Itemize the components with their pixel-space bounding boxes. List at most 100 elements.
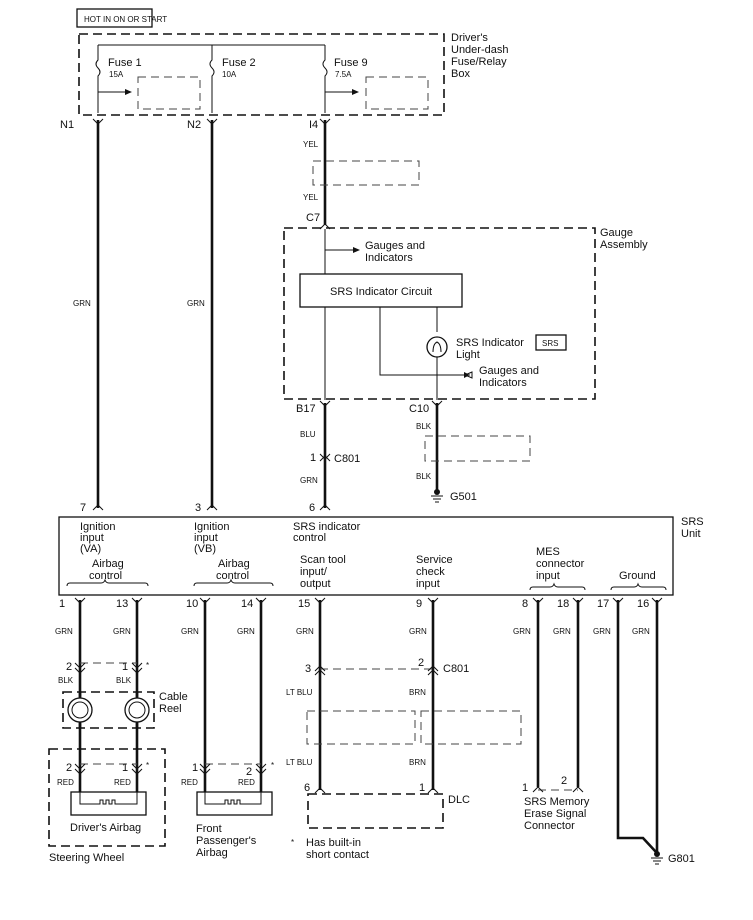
passenger-airbag-pin-2: 2	[246, 766, 252, 778]
wire-color-c801-pin1: GRN	[300, 476, 318, 485]
fuse-2-rating: 10A	[222, 70, 237, 79]
ignition-vb-label-1: Ignition	[194, 521, 229, 533]
cable-reel-pin-1: 1	[122, 661, 128, 673]
ignition-va-label-3: (VA)	[80, 543, 101, 555]
terminal-i4: I4	[309, 119, 318, 131]
mes-connector: 1 2 SRS Memory Erase Signal Connector	[522, 775, 590, 832]
srs-pin-15: 15	[298, 598, 310, 610]
gauge-assembly-label-1: Gauge	[600, 227, 633, 239]
wire-color-ltblu-bottom: LT BLU	[286, 758, 313, 767]
airbag-control-1-label-1: Airbag	[92, 558, 124, 570]
gauge-assembly: Gauge Assembly Gauges and Indicators SRS…	[283, 227, 648, 400]
cable-reel-label-2: Reel	[159, 703, 182, 715]
c801-pin-3: 3	[305, 663, 311, 675]
brace-mes	[529, 582, 586, 591]
srs-indicator-control-label-1: SRS indicator	[293, 521, 361, 533]
srs-pin-16: 16	[637, 598, 649, 610]
srs-indicator-control-label-2: control	[293, 532, 326, 544]
srs-pin-17: 17	[597, 598, 609, 610]
wire-color-cable-reel-left: BLK	[58, 676, 74, 685]
srs-pin-13: 13	[116, 598, 128, 610]
gauges-indicators-label-top-1: Gauges and	[365, 240, 425, 252]
ignition-vb-label-3: (VB)	[194, 543, 216, 555]
passenger-airbag-label-2: Passenger's	[196, 835, 257, 847]
ground-g501-icon	[431, 489, 443, 503]
fuse-box-label-2: Under-dash	[451, 44, 508, 56]
passenger-airbag-label-1: Front	[196, 823, 222, 835]
wire-color-pin8: GRN	[513, 627, 531, 636]
airbag-control-1-label-2: control	[89, 570, 122, 582]
wire-color-pin13: GRN	[113, 627, 131, 636]
srs-bottom-pins: 1 13 10 14 15 9 8 18 17 16	[59, 598, 649, 610]
passenger-airbag-squib-icon	[204, 792, 262, 805]
fuse-1-name: Fuse 1	[108, 57, 142, 69]
terminal-b17: B17	[296, 403, 316, 415]
srs-badge	[535, 334, 567, 351]
brace-ground	[610, 582, 667, 591]
footnote-line-2: short contact	[306, 849, 369, 861]
airbag-control-2-label-1: Airbag	[218, 558, 250, 570]
wire-color-pin1: GRN	[55, 627, 73, 636]
ignition-va-label-1: Ignition	[80, 521, 115, 533]
dlc-label: DLC	[448, 794, 470, 806]
wire-color-pin14: GRN	[237, 627, 255, 636]
driver-airbag-squib-icon	[79, 792, 138, 805]
wire-pin17-to-g801	[616, 600, 657, 853]
mes-connector-input-label-2: connector	[536, 558, 585, 570]
steering-wheel-label: Steering Wheel	[49, 852, 124, 864]
mes-connector-input-label-1: MES	[536, 546, 560, 558]
srs-pin-10: 10	[186, 598, 198, 610]
srs-badge-label: SRS	[542, 339, 558, 348]
wire-color-pin17: GRN	[593, 627, 611, 636]
fuse-9-rating: 7.5A	[335, 70, 352, 79]
mes-label-1: SRS Memory	[524, 796, 590, 808]
mes-label-2: Erase Signal	[524, 808, 586, 820]
mes-pin-1: 1	[522, 782, 528, 794]
srs-pin-18: 18	[557, 598, 569, 610]
srs-indicator-light-label-1: SRS Indicator	[456, 337, 524, 349]
wire-color-driver-airbag-right: RED	[114, 778, 131, 787]
terminal-n1: N1	[60, 119, 74, 131]
wire-color-i4-top: YEL	[303, 140, 319, 149]
gauges-indicators-label-top-2: Indicators	[365, 252, 413, 264]
fuse-2-name: Fuse 2	[222, 57, 256, 69]
srs-unit-label-1: SRS	[681, 516, 704, 528]
passenger-airbag-pin-1: 1	[192, 762, 198, 774]
srs-pin-1: 1	[59, 598, 65, 610]
wire-color-c10-bottom: BLK	[416, 472, 432, 481]
wire-color-pin18: GRN	[553, 627, 571, 636]
c801-label-top: C801	[334, 453, 360, 465]
ignition-vb-label-2: input	[194, 532, 218, 544]
wire-color-pin16: GRN	[632, 627, 650, 636]
wire-color-i4-bottom: YEL	[303, 193, 319, 202]
srs-pin-6: 6	[309, 502, 315, 514]
service-check-label-1: Service	[416, 554, 453, 566]
c801-label-bottom: C801	[443, 663, 469, 675]
wire-color-pin9: GRN	[409, 627, 427, 636]
wire-color-cable-reel-right: BLK	[116, 676, 132, 685]
fuse-9-name: Fuse 9	[334, 57, 368, 69]
wire-color-c10-top: BLK	[416, 422, 432, 431]
wire-color-brn-bottom: BRN	[409, 758, 426, 767]
terminal-c7: C7	[306, 212, 320, 224]
fuse-box-label-3: Fuse/Relay	[451, 56, 507, 68]
wire-color-ltblu-mid: LT BLU	[286, 688, 313, 697]
power-condition-label: HOT IN ON OR START	[84, 15, 167, 24]
wire-color-b17: BLU	[300, 430, 316, 439]
wire-color-n1: GRN	[73, 299, 91, 308]
srs-indicator-light-label-2: Light	[456, 349, 480, 361]
fuse-box-label-1: Driver's	[451, 32, 488, 44]
gauges-indicators-label-bottom-1: Gauges and	[479, 365, 539, 377]
brace-airbag-control-2	[193, 578, 274, 587]
mes-connector-input-label-3: input	[536, 570, 560, 582]
steering-wheel: 2 1 * RED RED Driver's Airbag	[48, 748, 166, 847]
srs-indicator-circuit-label: SRS Indicator Circuit	[330, 286, 432, 298]
fuse-1-rating: 15A	[109, 70, 124, 79]
fuse-2-symbol	[209, 45, 215, 113]
pin-markers	[74, 597, 663, 604]
gauge-assembly-label-2: Assembly	[600, 239, 648, 251]
short-contact-mark-2: *	[146, 761, 149, 770]
power-condition-box	[76, 8, 153, 28]
scan-tool-label-3: output	[300, 578, 331, 590]
wire-color-brn-mid: BRN	[409, 688, 426, 697]
